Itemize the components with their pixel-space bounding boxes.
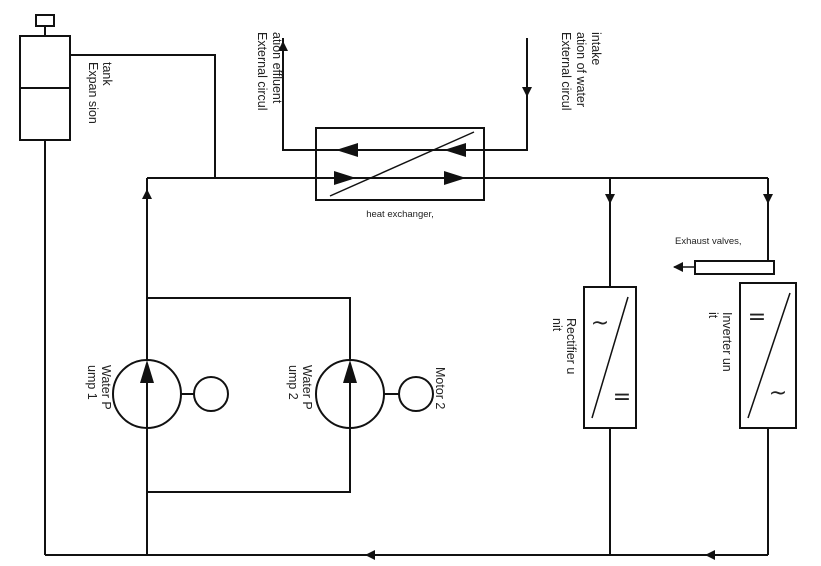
tank-cap-icon xyxy=(35,14,55,27)
dc-symbol: = xyxy=(748,305,766,330)
svg-text:Water P: Water P xyxy=(300,365,314,410)
exhaust-valve xyxy=(673,260,775,275)
svg-text:External circul: External circul xyxy=(255,32,269,111)
expansion-tank-label: Expan sion tank xyxy=(86,62,114,124)
water-pump-1-label: Water P ump 1 xyxy=(85,365,113,410)
external-effluent-label: External circul ation effluent xyxy=(255,32,284,111)
water-pump-2 xyxy=(315,359,434,429)
right-arrow-icon xyxy=(334,171,356,185)
water-pump-1 xyxy=(112,359,229,429)
external-intake-label: External circul ation of water intake xyxy=(559,32,603,111)
pipe-lines xyxy=(44,38,769,556)
water-pump-2-label: Water P ump 2 xyxy=(286,365,314,410)
left-arrow-icon xyxy=(444,143,466,157)
motor-2-icon xyxy=(398,376,434,412)
svg-text:tank: tank xyxy=(100,62,114,86)
flow-arrows xyxy=(142,41,773,560)
left-arrow-icon xyxy=(336,143,358,157)
svg-text:Inverter un: Inverter un xyxy=(720,312,734,372)
svg-text:Rectifier u: Rectifier u xyxy=(564,318,578,374)
svg-text:External circul: External circul xyxy=(559,32,573,111)
dc-symbol: = xyxy=(613,385,631,410)
rectifier-label: Rectifier u nit xyxy=(550,318,578,374)
svg-text:ump 1: ump 1 xyxy=(85,365,99,400)
heat-exchanger xyxy=(315,127,485,201)
inverter-unit: = ~ xyxy=(739,282,797,429)
tank-to-main-pipe xyxy=(70,54,216,178)
heat-exchanger-label: heat exchanger, xyxy=(366,209,434,220)
svg-text:it: it xyxy=(706,312,720,319)
ac-symbol: ~ xyxy=(769,381,787,406)
svg-text:ump 2: ump 2 xyxy=(286,365,300,400)
labels: Expan sion tank External circul ation ef… xyxy=(85,32,734,410)
svg-text:Motor 2: Motor 2 xyxy=(433,367,447,409)
motor-1-icon xyxy=(193,376,229,412)
expansion-tank xyxy=(19,14,71,141)
pump-arrow-icon xyxy=(343,360,357,383)
right-arrow-icon xyxy=(444,171,466,185)
svg-text:intake: intake xyxy=(589,32,603,65)
svg-text:ation of water: ation of water xyxy=(574,32,588,107)
exhaust-valve-label: Exhaust valves, xyxy=(675,236,742,247)
motor-2-label: Motor 2 xyxy=(433,367,447,409)
svg-text:Expan sion: Expan sion xyxy=(86,62,100,124)
pump-arrow-icon xyxy=(140,360,154,383)
inverter-label: Inverter un it xyxy=(706,312,734,372)
svg-text:ation effluent: ation effluent xyxy=(270,32,284,104)
svg-text:Water P: Water P xyxy=(99,365,113,410)
ac-symbol: ~ xyxy=(591,311,609,336)
svg-text:nit: nit xyxy=(550,318,564,332)
rectifier-unit: ~ = xyxy=(583,286,637,429)
